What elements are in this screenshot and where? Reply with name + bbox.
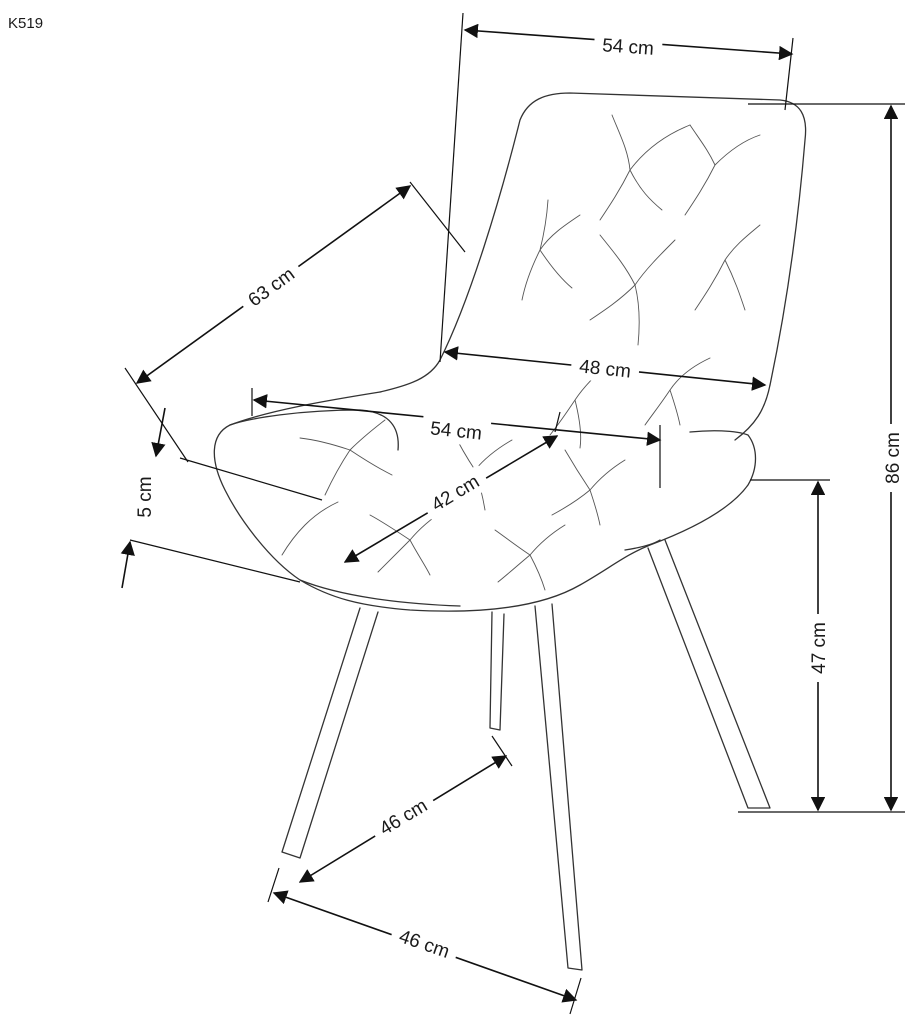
total-height-label: 86 cm [883, 432, 904, 484]
chair-seat [213, 391, 757, 612]
chair-leg-back-right [647, 539, 771, 809]
chair-leg-front-left [281, 607, 379, 859]
chair-seat-front-edge [299, 579, 461, 607]
back-width-ext-right [784, 37, 794, 111]
chair-leg-back-left [489, 611, 505, 731]
leg-width-ext-right [569, 977, 582, 1015]
seat-thickness-label: 5 cm [135, 476, 156, 517]
dimension-lines [120, 12, 905, 1015]
thickness-arrow-top [151, 407, 166, 458]
dimension-labels: 54 cm 86 cm 47 cm 63 cm 48 cm 54 cm 42 c… [132, 31, 906, 968]
thickness-arrow-bottom [120, 540, 135, 589]
chair-leg-front-right [534, 603, 583, 971]
back-width-ext-left [439, 12, 464, 363]
chair-backrest [439, 92, 807, 386]
back-width-label: 54 cm [601, 35, 654, 60]
backrest-tufting [521, 114, 761, 449]
thickness-ext-bottom [129, 539, 301, 583]
chair-seat-under [624, 539, 661, 551]
chair-drawing [213, 92, 807, 971]
thickness-ext-top [179, 457, 323, 501]
leg-depth-ext [491, 735, 513, 767]
armrest-ext-bottom [124, 367, 189, 463]
leg-width-ext-left [267, 867, 280, 903]
seat-height-label: 47 cm [809, 622, 830, 674]
chair-backrest-right-side [734, 384, 771, 441]
seat-depth-ext-top [554, 411, 561, 433]
chair-backrest-lower [379, 359, 441, 393]
model-code: K519 [8, 15, 44, 32]
armrest-ext-top [409, 181, 466, 253]
